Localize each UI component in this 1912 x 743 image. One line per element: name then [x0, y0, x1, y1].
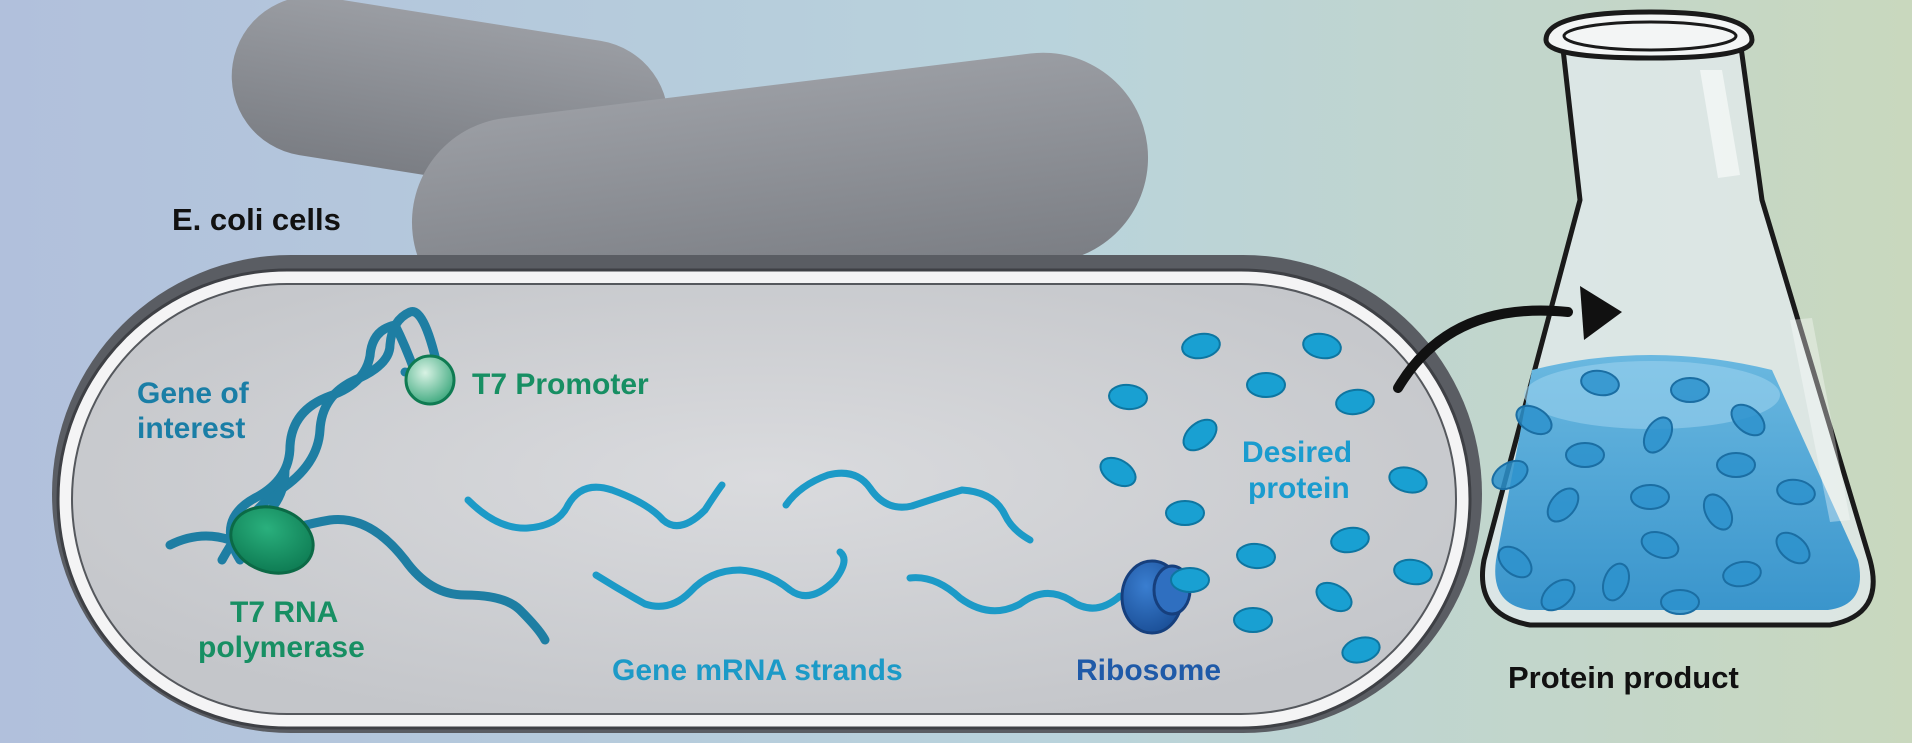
flask-protein-molecule: [1642, 416, 1674, 454]
protein-molecule: [1330, 526, 1370, 554]
flask-protein-molecule: [1775, 531, 1811, 565]
flask-highlight: [1700, 70, 1740, 178]
flask-protein-molecule: [1730, 403, 1766, 437]
protein-molecule: [1170, 567, 1210, 593]
mrna-strands-label: Gene mRNA strands: [612, 654, 903, 687]
flask-protein-molecule: [1670, 377, 1710, 403]
protein-molecule: [1315, 581, 1353, 613]
protein-molecule: [1181, 332, 1221, 360]
flask-protein-molecule: [1660, 589, 1700, 615]
flask-protein-molecule: [1640, 530, 1680, 560]
desired-protein-group: [1099, 332, 1433, 664]
flask-protein-molecule: [1716, 452, 1756, 478]
t7-rna-polymerase: [229, 505, 315, 575]
protein-molecule: [1099, 456, 1137, 488]
gene-of-interest-label-line1: Gene of: [137, 377, 250, 410]
ribosome-label: Ribosome: [1076, 654, 1221, 687]
flask-protein-molecule: [1580, 369, 1620, 397]
flask-icon: [1480, 9, 1876, 628]
t7-rna-polymerase-label-line1: T7 RNA: [230, 596, 338, 629]
flask-protein-molecule: [1722, 560, 1762, 588]
protein-molecule: [1182, 418, 1218, 452]
protein-product-label: Protein product: [1508, 660, 1739, 695]
ecoli-cells-label: E. coli cells: [172, 202, 341, 237]
flask-protein-molecule: [1497, 545, 1533, 579]
curved-arrow-icon: [1393, 286, 1622, 393]
flask-protein-molecule: [1776, 478, 1816, 506]
protein-molecule: [1165, 500, 1205, 526]
protein-molecule: [1335, 388, 1375, 416]
protein-molecule: [1388, 466, 1428, 494]
flask-protein-molecule: [1546, 487, 1580, 523]
protein-molecule: [1233, 607, 1273, 633]
protein-molecule: [1246, 372, 1286, 398]
flask-protein-molecule: [1491, 459, 1529, 491]
flask-protein-molecule: [1630, 484, 1670, 510]
t7-rna-polymerase-label-line2: polymerase: [198, 631, 365, 664]
t7-promoter: [404, 354, 456, 406]
desired-protein-label-line1: Desired: [1242, 436, 1352, 469]
flask-protein-molecule: [1601, 562, 1631, 602]
protein-molecule: [1108, 383, 1148, 411]
flask-protein-molecule: [1515, 404, 1553, 436]
flask-protein-molecule: [1702, 493, 1734, 531]
protein-molecule: [1302, 332, 1342, 360]
flask-protein-group: [1491, 369, 1816, 615]
flask-protein-molecule: [1565, 442, 1605, 468]
ribosome: [1120, 559, 1192, 635]
flask-protein-molecule: [1540, 578, 1576, 612]
protein-molecule: [1393, 558, 1433, 586]
flask-highlight-lower: [1790, 318, 1850, 522]
gene-of-interest-label-line2: interest: [137, 412, 245, 445]
protein-molecule: [1341, 636, 1381, 664]
t7-promoter-label: T7 Promoter: [472, 368, 649, 401]
mrna-strands: [464, 469, 1124, 615]
desired-protein-label-line2: protein: [1248, 472, 1350, 505]
protein-molecule: [1236, 542, 1276, 570]
